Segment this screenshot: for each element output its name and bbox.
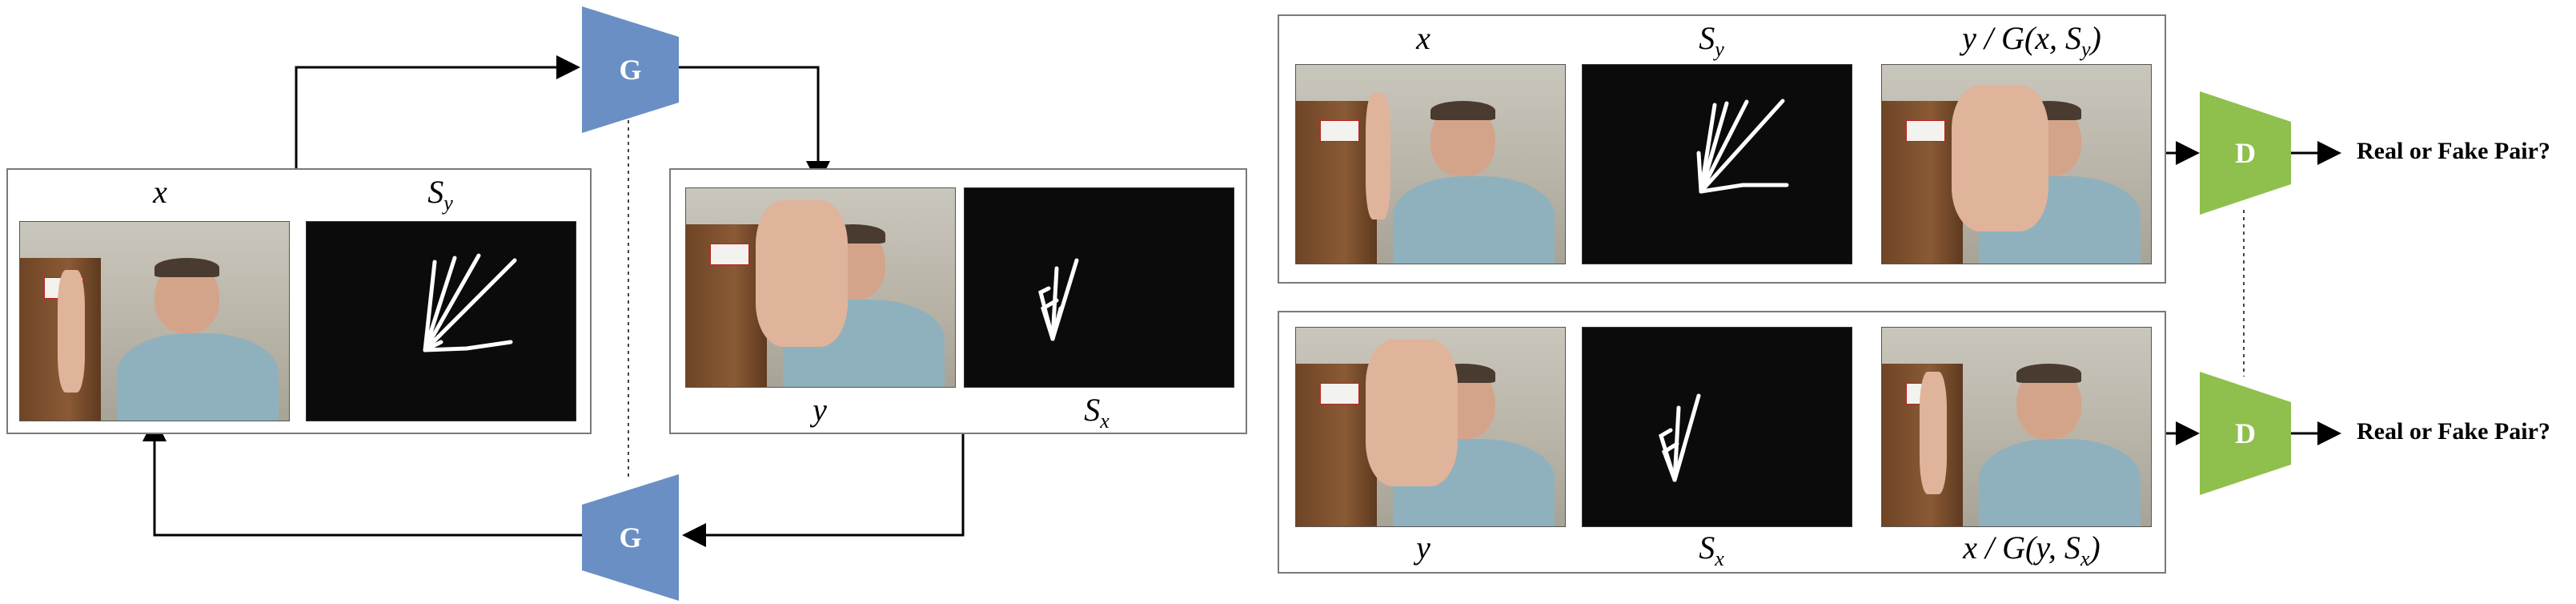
discriminator-shape-bottom [2200,372,2291,495]
cycle-generated-box: y Sx [669,168,1247,434]
image-label-x: x [153,174,167,210]
pair-top-photo-generated [1881,64,2152,264]
pair-bottom-photo-generated [1881,327,2152,527]
pair-top-box: x Sy y / G(x, Sy) [1278,14,2166,284]
top-discriminator: D [2200,91,2291,215]
hand-sketch-peace-sign [964,187,1234,388]
output-label-top: Real or Fake Pair? [2357,138,2550,164]
pair-top-col2-label: Sy [1699,20,1724,61]
photo-open-palm [685,187,956,388]
pair-bottom-col3-label: x / G(y, Sx) [1963,530,2101,570]
generator-shape-top [582,6,679,133]
pair-bottom-photo-open-palm [1295,327,1566,527]
pair-top-sketch-open-palm [1582,64,1852,264]
arrow-right-box-to-bottom-generator [682,434,965,547]
discriminator-label-bottom: D [2235,417,2256,449]
bottom-discriminator: D [2200,372,2291,495]
image-label-y: y [813,392,827,428]
pair-bottom-col1-label: y [1416,530,1430,566]
pair-bottom-col2-label: Sx [1699,530,1724,570]
sketch-label-sy: Sy [427,174,453,215]
pair-top-col1-label: x [1416,20,1430,56]
arrow-bottom-generator-to-left-box [142,417,582,537]
sketch-label-sx: Sx [1084,392,1109,433]
arrow-left-to-top-generator [295,55,580,168]
pair-top-col3-label: y / G(x, Sy) [1962,20,2101,61]
photo-peace-sign [19,221,290,421]
bottom-generator: G [582,474,679,601]
pair-bottom-box: y Sx x / G(y, Sx) [1278,311,2166,574]
generator-label-top: G [619,54,642,86]
pair-top-photo-peace-sign [1295,64,1566,264]
generator-label-bottom: G [619,521,642,554]
output-label-bottom: Real or Fake Pair? [2357,418,2550,445]
generator-shape-bottom [582,474,679,601]
arrow-top-generator-to-right-box [679,66,830,185]
hand-sketch-open-palm [306,221,576,421]
discriminator-shape-top [2200,91,2291,215]
discriminator-label-top: D [2235,137,2256,169]
top-generator: G [582,6,679,133]
pair-bottom-sketch-peace-sign [1582,327,1852,527]
cycle-input-box: x Sy [6,168,592,434]
